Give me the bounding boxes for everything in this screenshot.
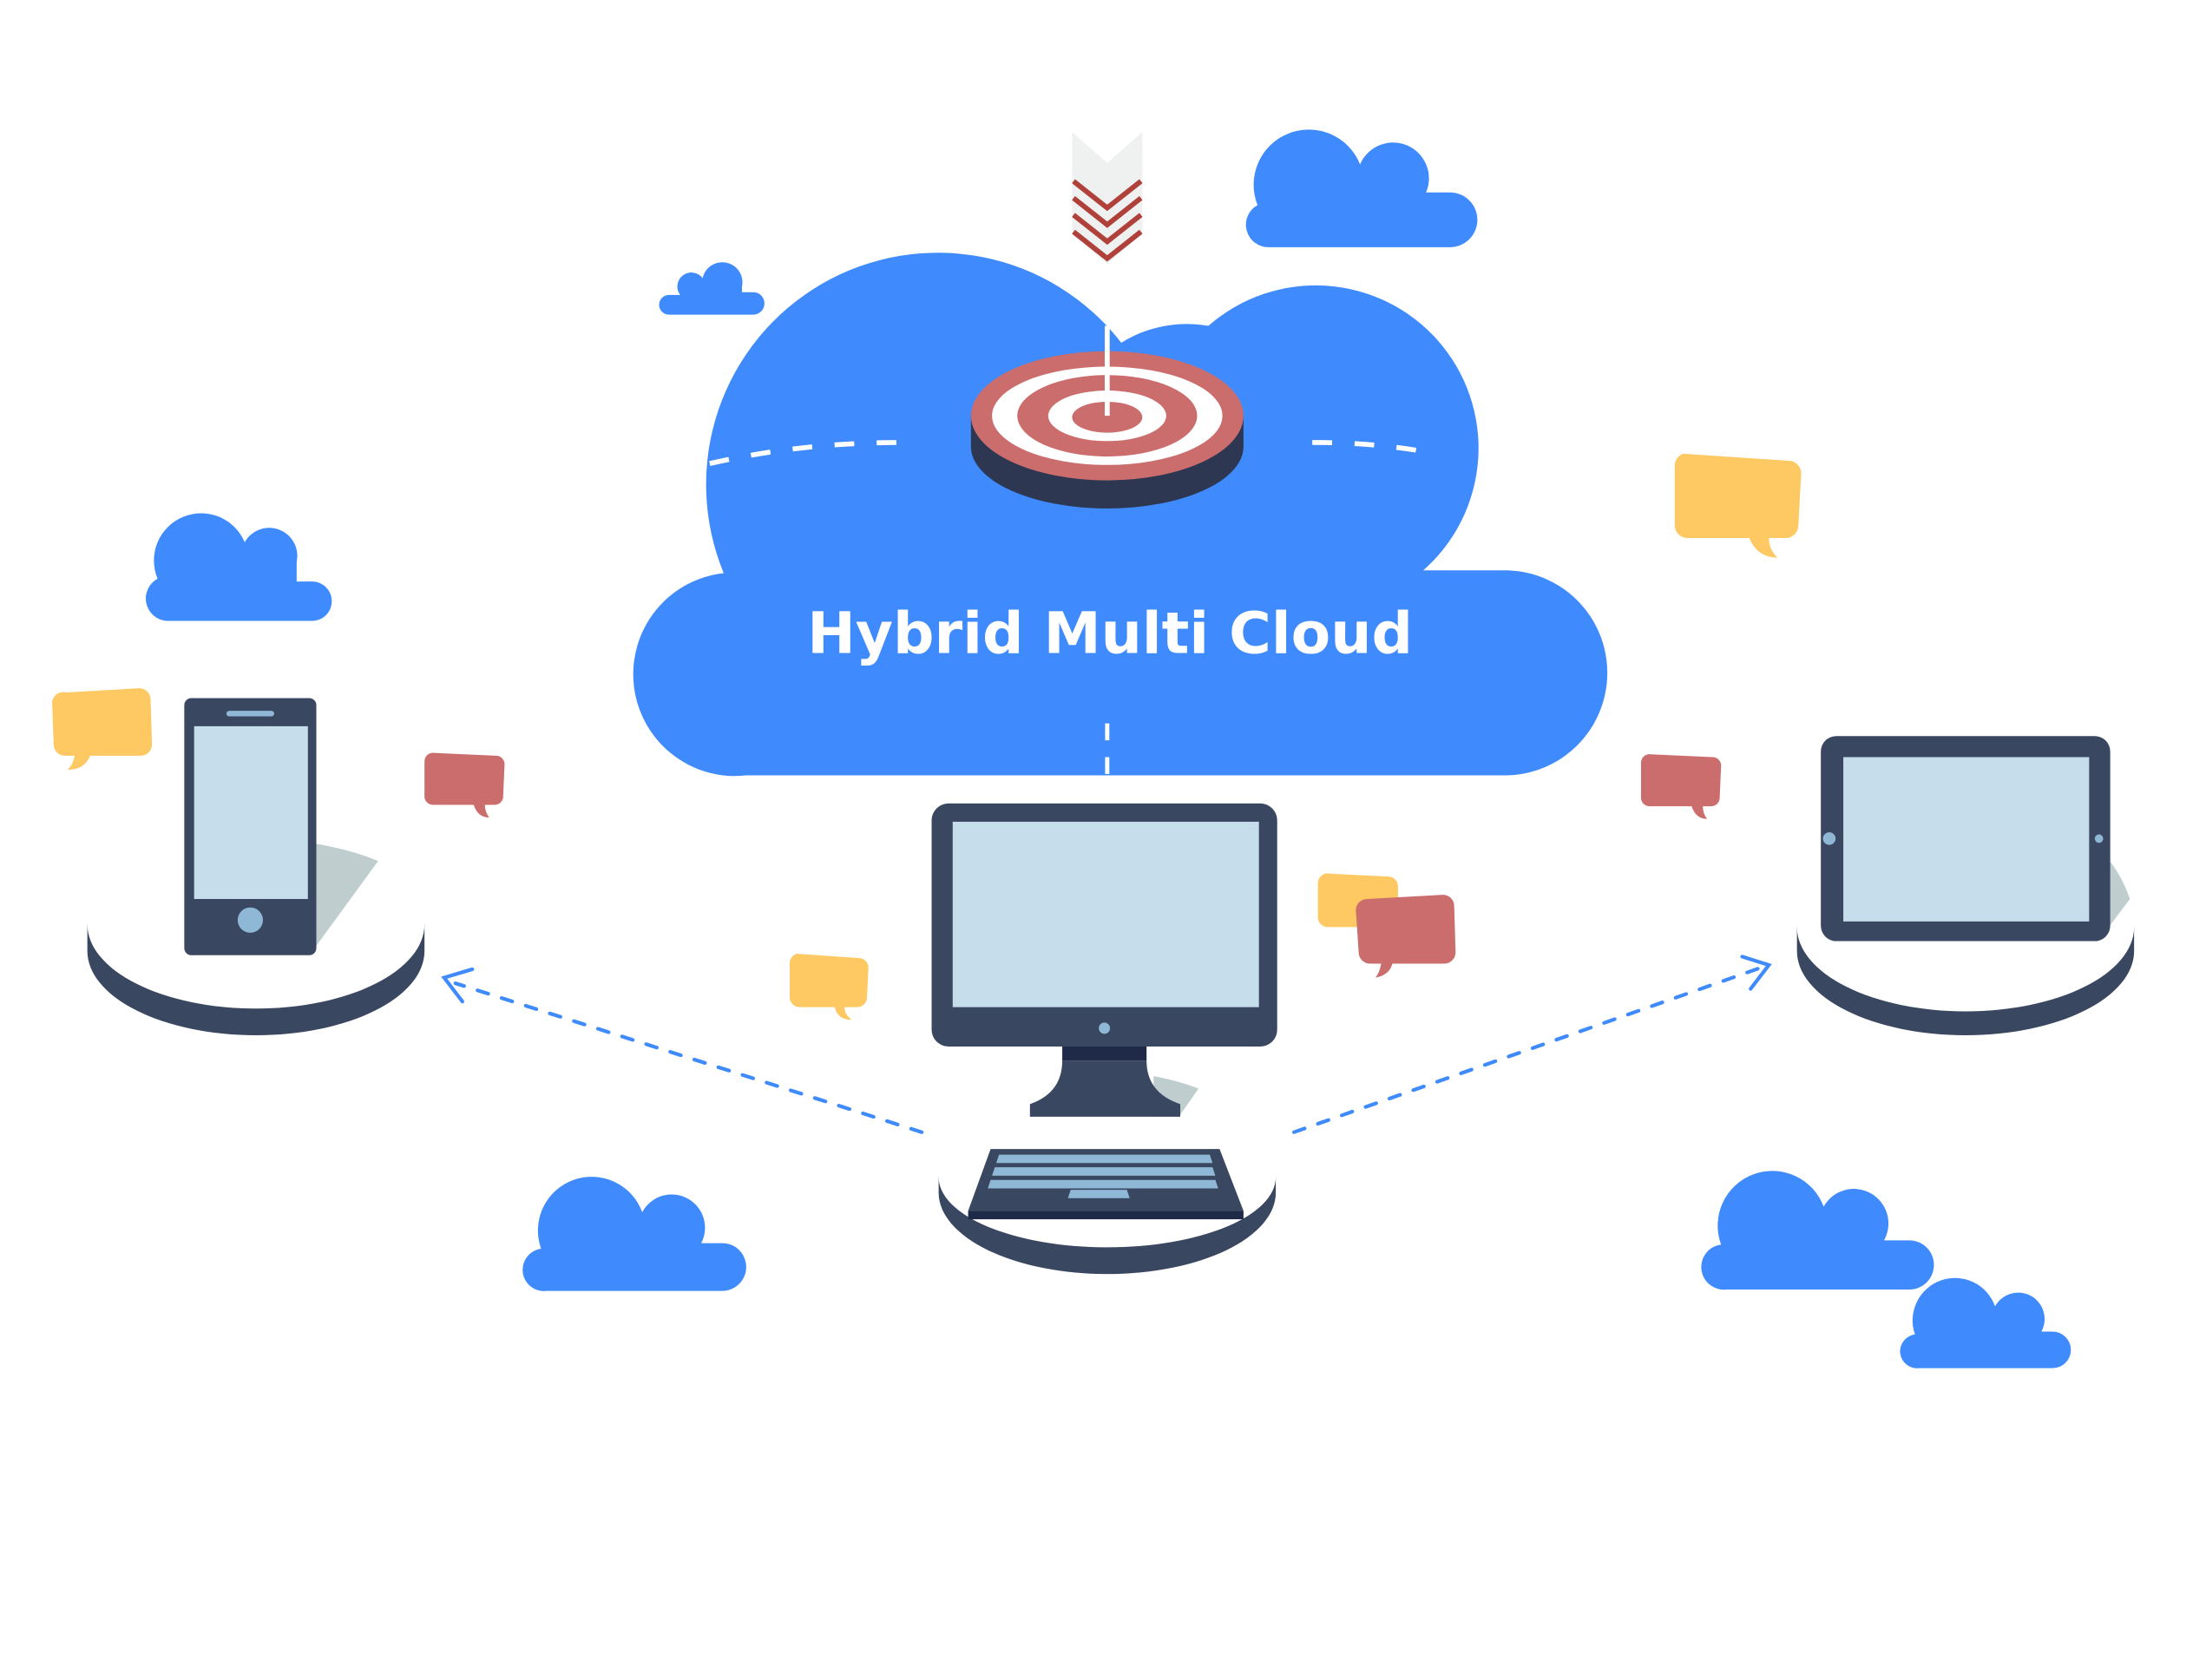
- cloud-icon: [659, 262, 765, 315]
- keyboard-icon: [968, 1149, 1244, 1220]
- desktop-node: [931, 803, 1277, 1275]
- speech-bubble-icon: [52, 688, 153, 771]
- main-cloud: Hybrid Multi Cloud: [633, 253, 1608, 777]
- tablet-node: [1796, 736, 2135, 1036]
- cloud-icon: [1900, 1277, 2071, 1368]
- diagram-title: Hybrid Multi Cloud: [807, 600, 1413, 667]
- monitor-icon: [931, 803, 1277, 1117]
- cloud-icon: [1245, 129, 1478, 247]
- speech-bubble-icon: [424, 752, 505, 818]
- smartphone-icon: [184, 698, 317, 955]
- cloud-icon: [522, 1177, 746, 1291]
- target-icon: [970, 325, 1244, 509]
- tablet-icon: [1821, 736, 2111, 942]
- smartphone-node: [87, 698, 425, 1036]
- speech-bubble-icon: [1356, 895, 1456, 978]
- speech-bubble-icon: [1640, 754, 1722, 819]
- connector-desktop-to-tablet: [1292, 955, 1772, 1134]
- cloud-icon: [145, 513, 332, 621]
- cloud-icon: [1701, 1171, 1934, 1290]
- speech-bubble-icon: [1674, 453, 1802, 558]
- speech-bubble-icon: [790, 954, 869, 1020]
- connector-desktop-to-smartphone: [441, 967, 924, 1134]
- arrow-chevron-icon: [1072, 132, 1143, 265]
